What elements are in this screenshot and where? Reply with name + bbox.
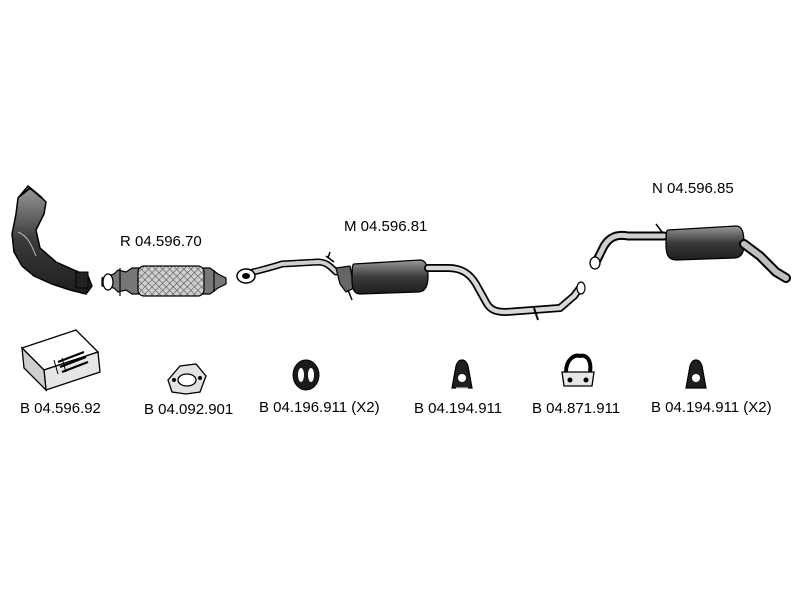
mounting-kit-box-icon (20, 329, 101, 392)
accessory-code-1: B 04.596.92 (20, 400, 101, 417)
middle-silencer-code: M 04.596.81 (344, 218, 428, 235)
front-pipe-icon (101, 265, 227, 297)
middle-silencer-icon (236, 251, 586, 321)
rubber-hanger-icon (451, 359, 473, 389)
accessory-code-4: B 04.194.911 (414, 400, 503, 417)
rear-silencer-icon (589, 223, 791, 283)
hanger-bracket-icon (561, 353, 595, 387)
accessory-code-3: B 04.196.911 (X2) (259, 399, 380, 416)
accessory-code-2: B 04.092.901 (144, 401, 234, 418)
accessory-code-6: B 04.194.911 (X2) (651, 399, 772, 416)
catalytic-converter-icon (11, 184, 93, 295)
rubber-hanger-icon (685, 359, 707, 389)
front-pipe-code: R 04.596.70 (120, 233, 202, 250)
flange-gasket-icon (167, 363, 207, 395)
accessory-code-5: B 04.871.911 (532, 400, 621, 417)
rubber-ring-icon (292, 359, 320, 391)
rear-silencer-code: N 04.596.85 (652, 180, 734, 197)
